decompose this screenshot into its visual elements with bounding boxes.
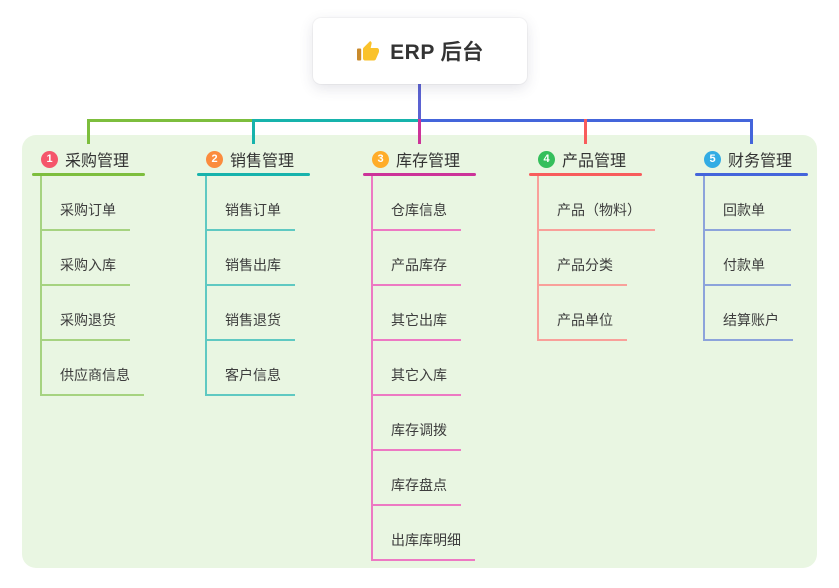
child-label: 采购退货: [60, 312, 116, 328]
branch-label: 产品管理: [562, 153, 627, 170]
branch-title-purchase[interactable]: 1 采购管理: [32, 147, 145, 171]
branch-number-badge: 5: [704, 150, 721, 168]
child-node[interactable]: 客户信息: [207, 341, 295, 396]
child-label: 产品库存: [391, 257, 447, 273]
branch-underline: [32, 173, 145, 176]
child-node[interactable]: 产品（物料）: [539, 176, 655, 231]
connector-drop-purchase: [87, 119, 90, 144]
connector-drop-sales: [252, 119, 255, 144]
connector-drop-product: [584, 119, 587, 144]
child-label: 采购订单: [60, 202, 116, 218]
connector-bus-sales: [252, 119, 421, 122]
child-label: 出库库明细: [391, 532, 461, 548]
branch-children: 回款单 付款单 结算账户: [703, 176, 808, 341]
branch-number-badge: 4: [538, 150, 555, 168]
root-label: ERP 后台: [390, 41, 484, 64]
child-label: 销售订单: [225, 202, 281, 218]
branch-number-badge: 2: [206, 150, 223, 168]
child-node[interactable]: 产品单位: [539, 286, 627, 341]
branch-label: 销售管理: [230, 153, 295, 170]
child-label: 结算账户: [723, 312, 779, 328]
branch-title-product[interactable]: 4 产品管理: [529, 147, 655, 171]
root-node[interactable]: ERP 后台: [313, 18, 527, 84]
branch-label: 库存管理: [396, 153, 461, 170]
branch-underline: [363, 173, 476, 176]
child-label: 产品分类: [557, 257, 613, 273]
child-node[interactable]: 仓库信息: [373, 176, 461, 231]
child-node[interactable]: 产品库存: [373, 231, 461, 286]
branch-label: 财务管理: [728, 153, 793, 170]
connector-drop-inventory: [418, 119, 421, 144]
branch-sales: 2 销售管理 销售订单 销售出库 销售退货 客户信息: [197, 147, 310, 396]
branch-purchase: 1 采购管理 采购订单 采购入库 采购退货 供应商信息: [32, 147, 145, 396]
child-node[interactable]: 供应商信息: [42, 341, 144, 396]
child-node[interactable]: 销售订单: [207, 176, 295, 231]
child-node[interactable]: 采购订单: [42, 176, 130, 231]
thumbs-up-icon: [356, 39, 380, 63]
branch-number-badge: 1: [41, 150, 58, 168]
child-node[interactable]: 付款单: [705, 231, 791, 286]
branch-finance: 5 财务管理 回款单 付款单 结算账户: [695, 147, 808, 341]
branch-underline: [529, 173, 642, 176]
child-node[interactable]: 产品分类: [539, 231, 627, 286]
child-node[interactable]: 库存盘点: [373, 451, 461, 506]
child-label: 其它入库: [391, 367, 447, 383]
child-label: 产品（物料）: [557, 202, 641, 218]
connector-root-drop: [418, 84, 421, 121]
connector-bus-purchase: [87, 119, 255, 122]
child-label: 仓库信息: [391, 202, 447, 218]
child-label: 产品单位: [557, 312, 613, 328]
child-node[interactable]: 其它出库: [373, 286, 461, 341]
child-label: 库存调拨: [391, 422, 447, 438]
branch-product: 4 产品管理 产品（物料） 产品分类 产品单位: [529, 147, 655, 341]
mindmap-panel: [22, 135, 817, 568]
child-node[interactable]: 采购入库: [42, 231, 130, 286]
branch-title-inventory[interactable]: 3 库存管理: [363, 147, 476, 171]
child-label: 回款单: [723, 202, 765, 218]
branch-children: 产品（物料） 产品分类 产品单位: [537, 176, 655, 341]
child-node[interactable]: 出库库明细: [373, 506, 475, 561]
child-node[interactable]: 回款单: [705, 176, 791, 231]
child-label: 客户信息: [225, 367, 281, 383]
branch-children: 仓库信息 产品库存 其它出库 其它入库 库存调拨 库存盘点 出库库明细: [371, 176, 476, 561]
branch-children: 采购订单 采购入库 采购退货 供应商信息: [40, 176, 145, 396]
child-label: 供应商信息: [60, 367, 130, 383]
child-node[interactable]: 其它入库: [373, 341, 461, 396]
branch-number-badge: 3: [372, 150, 389, 168]
child-label: 其它出库: [391, 312, 447, 328]
child-node[interactable]: 结算账户: [705, 286, 793, 341]
child-node[interactable]: 库存调拨: [373, 396, 461, 451]
branch-title-finance[interactable]: 5 财务管理: [695, 147, 808, 171]
child-label: 库存盘点: [391, 477, 447, 493]
branch-underline: [695, 173, 808, 176]
branch-inventory: 3 库存管理 仓库信息 产品库存 其它出库 其它入库 库存调拨 库存盘点 出库库…: [363, 147, 476, 561]
branch-title-sales[interactable]: 2 销售管理: [197, 147, 310, 171]
connector-drop-finance: [750, 119, 753, 144]
branch-children: 销售订单 销售出库 销售退货 客户信息: [205, 176, 310, 396]
branch-label: 采购管理: [65, 153, 130, 170]
child-node[interactable]: 销售出库: [207, 231, 295, 286]
child-label: 销售出库: [225, 257, 281, 273]
branch-underline: [197, 173, 310, 176]
child-node[interactable]: 采购退货: [42, 286, 130, 341]
child-label: 销售退货: [225, 312, 281, 328]
child-label: 付款单: [723, 257, 765, 273]
child-node[interactable]: 销售退货: [207, 286, 295, 341]
child-label: 采购入库: [60, 257, 116, 273]
